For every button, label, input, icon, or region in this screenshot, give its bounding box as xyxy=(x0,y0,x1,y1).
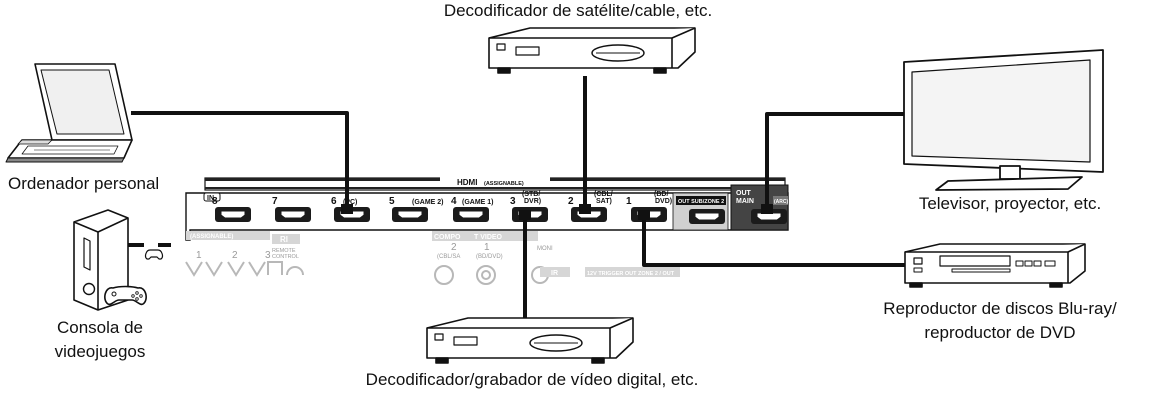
hdmi-assignable: (ASSIGNABLE) xyxy=(484,181,524,187)
plug-satellite xyxy=(579,204,591,214)
laptop-icon xyxy=(5,63,133,163)
input-3-number: 3 xyxy=(510,196,516,207)
tv-caption: Televisor, proyector, etc. xyxy=(919,194,1101,213)
input-6-label: (PC) xyxy=(343,199,357,206)
arc-label: (ARC) xyxy=(774,199,788,205)
hdmi-port-8 xyxy=(215,207,251,222)
satellite-caption: Decodificador de satélite/cable, etc. xyxy=(444,1,712,20)
component-num: 2 xyxy=(451,242,457,253)
lower-num-2: 2 xyxy=(232,250,238,261)
hdmi-port-4 xyxy=(453,207,489,222)
plug-dvr xyxy=(519,210,531,220)
trigger-label: 12V TRIGGER OUT ZONE 2 / OUT xyxy=(587,271,675,277)
hdmi-title: HDMI xyxy=(457,178,477,187)
input-3-label-2: DVR) xyxy=(524,198,541,205)
lower-assignable: (ASSIGNABLE) xyxy=(190,234,233,240)
remote-label-2: CONTROL xyxy=(272,254,299,260)
dvr-caption: Decodificador/grabador de vídeo digital,… xyxy=(366,370,699,389)
input-2-number: 2 xyxy=(568,196,574,207)
input-7-number: 7 xyxy=(272,196,278,207)
input-3-label-1: (STB/ xyxy=(522,191,540,198)
hdmi-port-out-sub xyxy=(689,209,725,224)
pc-caption: Ordenador personal xyxy=(8,174,159,193)
video-label: T VIDEO xyxy=(474,234,503,241)
plug-bluray xyxy=(638,210,650,220)
input-8-number: 8 xyxy=(212,196,218,207)
monitor-label: MONI xyxy=(537,246,553,252)
input-1-label-2: DVD) xyxy=(655,198,672,205)
input-5-number: 5 xyxy=(389,196,395,207)
ri-label: RI xyxy=(280,235,288,244)
console-caption-line1: Consola de xyxy=(57,318,143,337)
input-1-label-1: (BD/ xyxy=(654,191,668,198)
hdmi-cables xyxy=(128,76,912,322)
cable-bluray xyxy=(642,220,905,267)
component-sub: (CBL/SA xyxy=(437,254,460,260)
hdmi-port-7 xyxy=(275,207,311,222)
input-2-label-2: SAT) xyxy=(596,198,612,205)
input-4-number: 4 xyxy=(451,196,457,207)
input-1-number: 1 xyxy=(626,196,632,207)
game-console-icon xyxy=(73,209,164,311)
input-4-label: (GAME 1) xyxy=(462,199,494,206)
satellite-box-icon xyxy=(488,27,696,74)
ir-label: IR xyxy=(551,270,558,277)
video-sub: (BD/DVD) xyxy=(476,254,503,260)
lower-panel-section: (ASSIGNABLE) 1 2 3 RI REMOTE CONTROL COM… xyxy=(185,231,680,285)
dvr-box-icon xyxy=(426,317,634,364)
bluray-caption-line2: reproductor de DVD xyxy=(924,323,1075,342)
cable-pc xyxy=(131,111,349,208)
out-main-label-2: MAIN xyxy=(736,198,754,205)
out-sub-label: OUT SUB/ZONE 2 xyxy=(678,199,724,205)
television-icon xyxy=(903,49,1104,191)
plug-tv xyxy=(761,204,773,214)
console-caption-line2: videojuegos xyxy=(55,342,146,361)
input-6-number: 6 xyxy=(331,196,337,207)
plug-pc xyxy=(341,204,353,214)
component-label: COMPO xyxy=(434,234,461,241)
video-num: 1 xyxy=(484,242,490,253)
bluray-caption-line1: Reproductor de discos Blu-ray/ xyxy=(883,299,1117,318)
remote-label-1: REMOTE xyxy=(272,248,296,254)
out-main-label-1: OUT xyxy=(736,190,752,197)
lower-num-3: 3 xyxy=(265,250,271,261)
input-2-label-1: (CBL/ xyxy=(594,191,613,198)
lower-num-1: 1 xyxy=(196,250,202,261)
hdmi-port-5 xyxy=(392,207,428,222)
in-label: IN xyxy=(207,195,214,202)
cable-tv xyxy=(765,112,912,208)
bluray-player-icon xyxy=(904,243,1086,288)
hdmi-port-out-main xyxy=(751,209,787,224)
input-5-label: (GAME 2) xyxy=(412,199,444,206)
receiver-rear-panel: HDMI (ASSIGNABLE) IN OUT SUB/ZONE 2 OUT … xyxy=(185,176,789,285)
